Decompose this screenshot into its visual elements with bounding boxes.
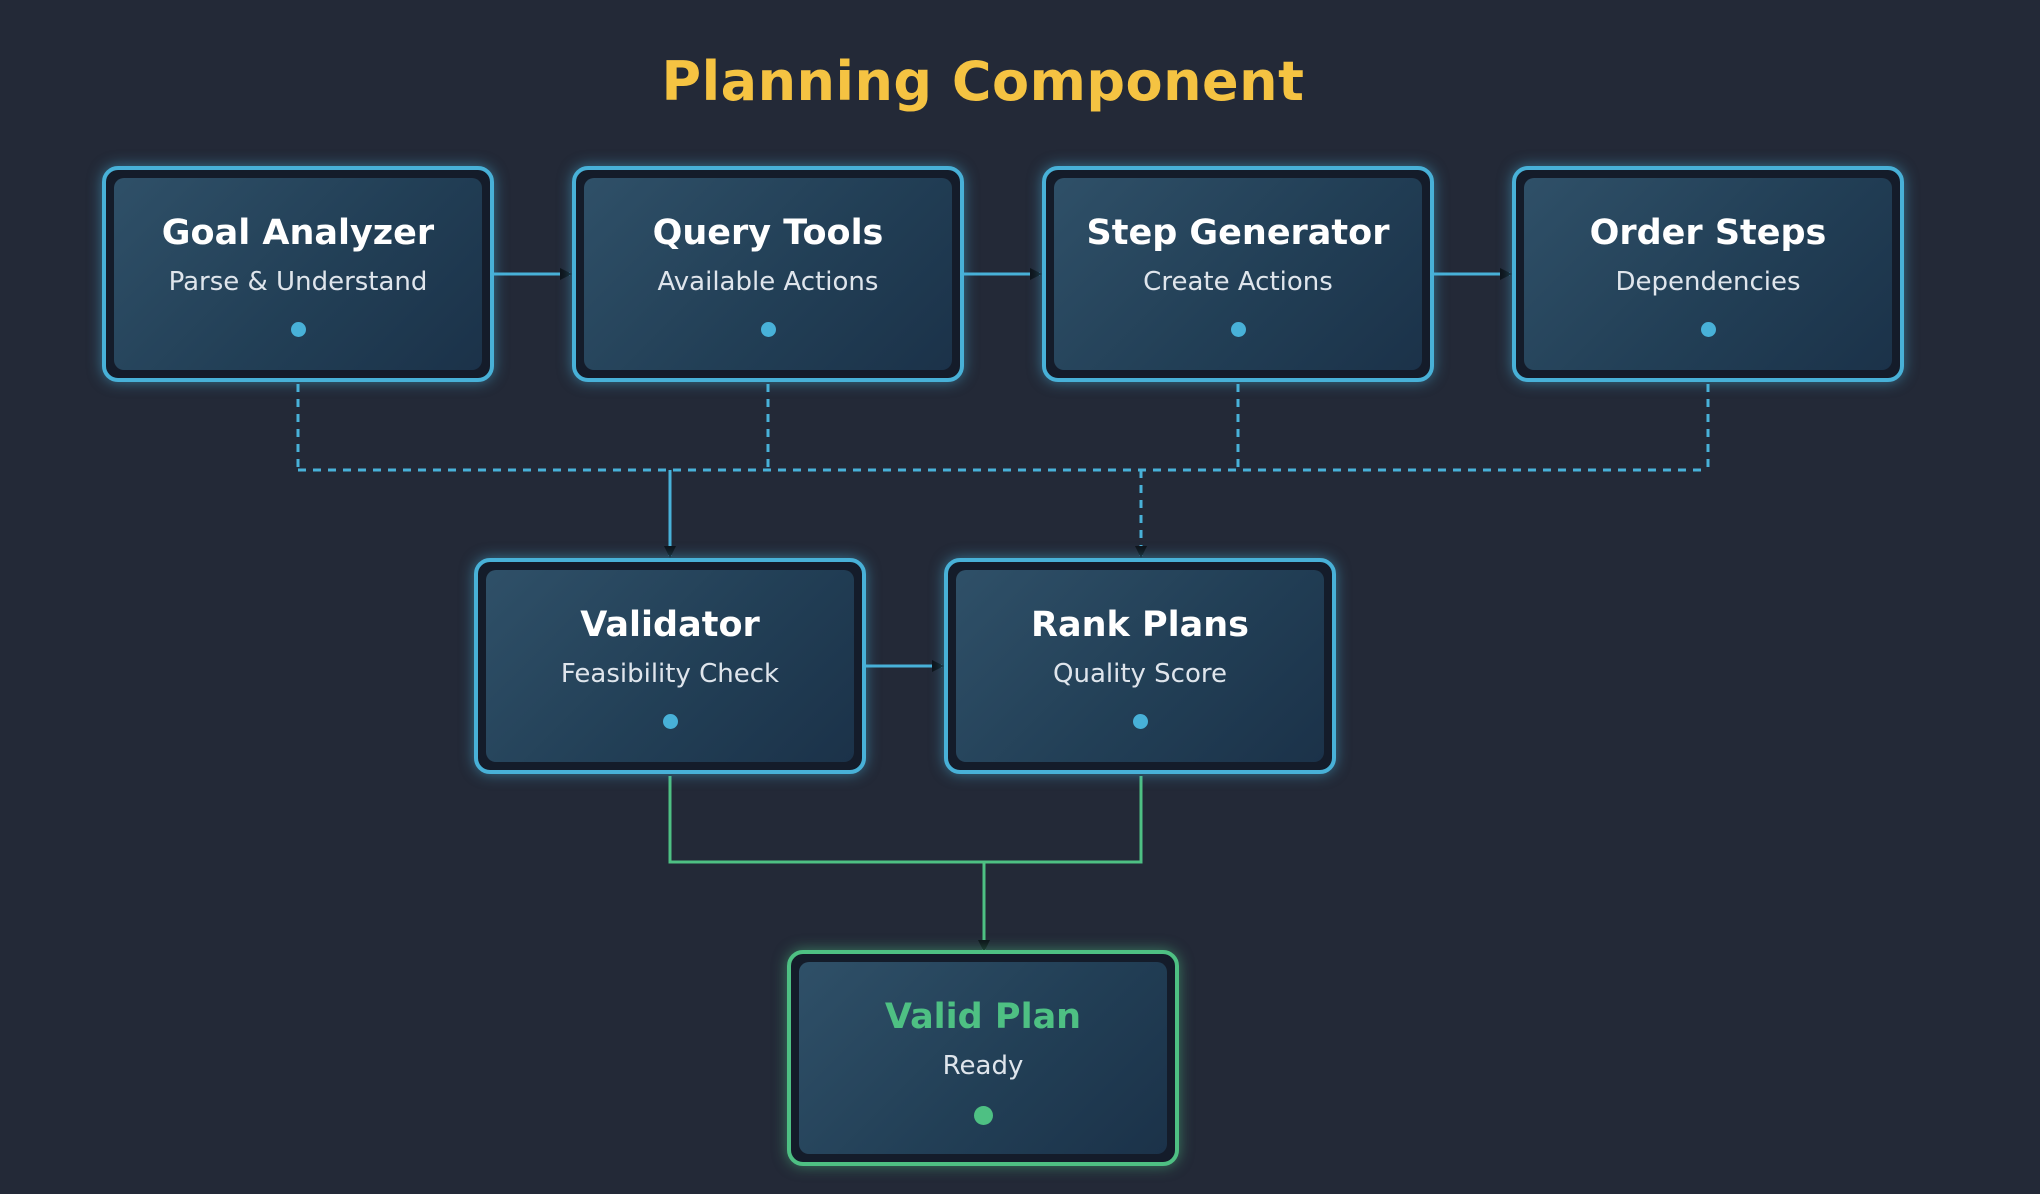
- node-subtitle: Dependencies: [1615, 267, 1801, 297]
- node-title: Order Steps: [1589, 213, 1827, 253]
- node-goal-analyzer-body: Goal Analyzer Parse & Understand: [114, 178, 482, 370]
- node-title: Valid Plan: [884, 997, 1082, 1037]
- node-step-generator[interactable]: Step Generator Create Actions: [1042, 166, 1434, 382]
- status-dot-icon: [290, 322, 306, 337]
- node-validator-body: Validator Feasibility Check: [486, 570, 854, 762]
- node-rank-plans-body: Rank Plans Quality Score: [956, 570, 1324, 762]
- diagram-title: Planning Component: [661, 50, 1305, 113]
- node-order-steps[interactable]: Order Steps Dependencies: [1512, 166, 1904, 382]
- status-dot-icon: [1230, 322, 1246, 337]
- node-query-tools-body: Query Tools Available Actions: [584, 178, 952, 370]
- node-subtitle: Parse & Understand: [168, 267, 428, 297]
- node-valid-plan-body: Valid Plan Ready: [799, 962, 1167, 1154]
- status-dot-icon: [662, 714, 678, 729]
- node-subtitle: Ready: [942, 1051, 1024, 1081]
- node-subtitle: Available Actions: [657, 267, 879, 297]
- status-dot-icon: [1700, 322, 1716, 337]
- node-title: Validator: [580, 605, 760, 645]
- node-subtitle: Quality Score: [1053, 659, 1227, 689]
- node-validator[interactable]: Validator Feasibility Check: [474, 558, 866, 774]
- node-step-generator-body: Step Generator Create Actions: [1054, 178, 1422, 370]
- status-dot-icon: [1132, 714, 1148, 729]
- node-goal-analyzer[interactable]: Goal Analyzer Parse & Understand: [102, 166, 494, 382]
- node-order-steps-body: Order Steps Dependencies: [1524, 178, 1892, 370]
- status-dot-icon: [973, 1106, 993, 1125]
- status-dot-icon: [760, 322, 776, 337]
- node-title: Step Generator: [1086, 213, 1390, 253]
- node-title: Rank Plans: [1031, 605, 1249, 645]
- node-valid-plan[interactable]: Valid Plan Ready: [787, 950, 1179, 1166]
- node-subtitle: Create Actions: [1143, 267, 1333, 297]
- node-rank-plans[interactable]: Rank Plans Quality Score: [944, 558, 1336, 774]
- node-query-tools[interactable]: Query Tools Available Actions: [572, 166, 964, 382]
- success-merge-line: [668, 776, 1143, 864]
- dashed-bus-connectors: [296, 384, 1710, 550]
- node-title: Query Tools: [652, 213, 884, 253]
- node-subtitle: Feasibility Check: [560, 659, 780, 689]
- node-title: Goal Analyzer: [161, 213, 435, 253]
